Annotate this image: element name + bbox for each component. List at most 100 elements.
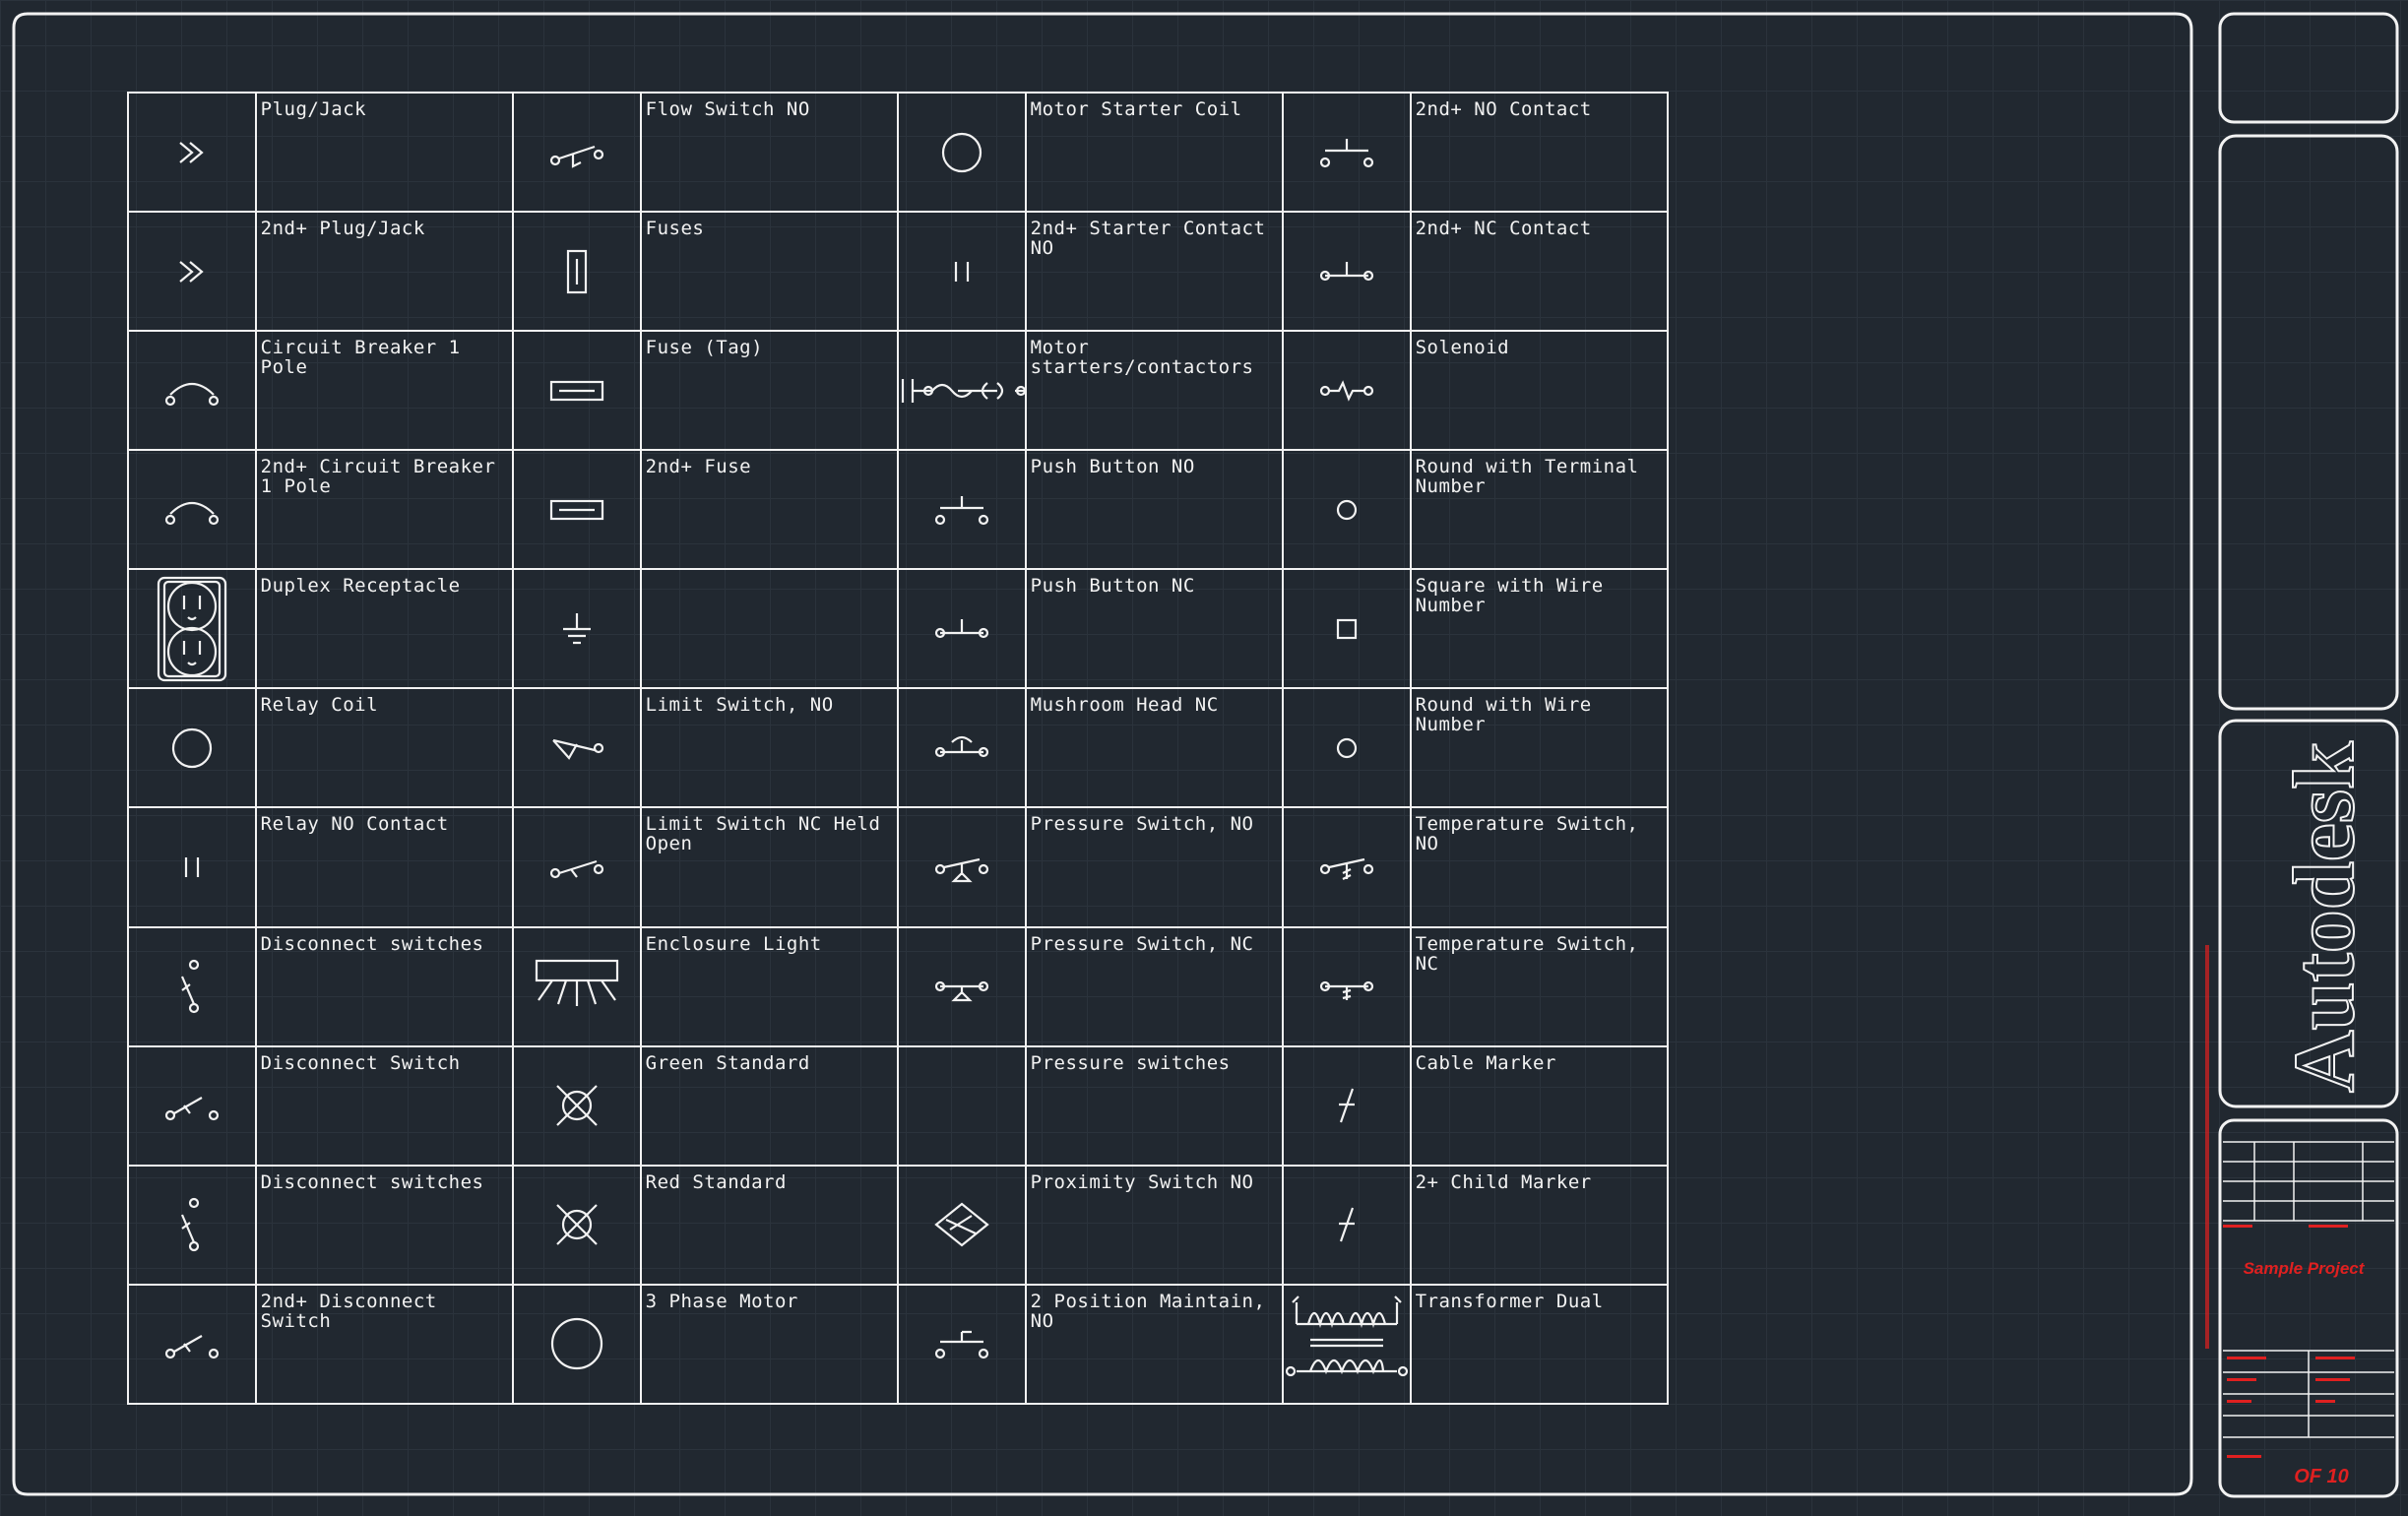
legend-label: 2nd+ Disconnect Switch — [260, 1290, 449, 1332]
legend-row: Circuit Breaker 1 Pole Fuse (Tag) Motor st… — [127, 330, 1670, 452]
legend-label-cell: Disconnect switches — [254, 925, 514, 1047]
legend-label: Fuses — [645, 218, 705, 240]
legend-label: Relay NO Contact — [260, 813, 449, 836]
contact-no-icon — [896, 211, 1027, 333]
legend-label-cell: 2nd+ Fuse — [639, 449, 899, 571]
legend-row: Relay Coil Limit Switch, NO Mushroom Head … — [127, 687, 1670, 809]
legend-label: Duplex Receptacle — [260, 575, 461, 598]
legend-label-cell — [639, 568, 899, 690]
legend-label-cell: Relay NO Contact — [254, 806, 514, 928]
legend-label: Disconnect Switch — [260, 1051, 461, 1074]
legend-label-cell: Plug/Jack — [254, 91, 514, 214]
fuse-horizontal-icon — [511, 449, 642, 571]
legend-label: Mushroom Head NC — [1030, 694, 1219, 717]
fuse-horizontal-icon — [511, 330, 642, 452]
legend-label: Motor starters/contactors — [1030, 337, 1254, 379]
legend-label-cell: 2nd+ NC Contact — [1409, 211, 1670, 333]
legend-label: 2nd+ Circuit Breaker 1 Pole — [260, 456, 508, 498]
project-name: Sample Project — [2244, 1259, 2366, 1278]
legend-label: 2+ Child Marker — [1415, 1170, 1592, 1193]
title-block-revision-box — [2218, 134, 2399, 711]
legend-label: Flow Switch NO — [645, 98, 810, 120]
legend-label-cell: Mushroom Head NC — [1024, 687, 1284, 809]
legend-label: 2nd+ NC Contact — [1415, 218, 1592, 240]
legend-label-cell: Fuses — [639, 211, 899, 333]
legend-label-cell: Circuit Breaker 1 Pole — [254, 330, 514, 452]
legend-label-cell: Motor starters/contactors — [1024, 330, 1284, 452]
legend-row: 2nd+ Disconnect Switch 3 Phase Motor 2 Pos… — [127, 1283, 1670, 1406]
limit-switch-nc-icon — [511, 806, 642, 928]
legend-label: Temperature Switch, NC — [1415, 932, 1651, 975]
drawing-border — [12, 12, 2193, 1496]
legend-label: Pressure Switch, NC — [1030, 932, 1254, 955]
disconnect-vertical-icon — [127, 1164, 257, 1286]
legend-label-cell: 2nd+ NO Contact — [1409, 91, 1670, 214]
duplex-receptacle-icon — [127, 568, 257, 690]
small-square-icon — [1281, 568, 1412, 690]
legend-label: Disconnect switches — [260, 1170, 484, 1193]
legend-label — [642, 570, 897, 576]
sheet-number: OF 10 — [2294, 1466, 2349, 1487]
cable-marker-icon — [1281, 1044, 1412, 1167]
legend-label: Pressure Switch, NO — [1030, 813, 1254, 836]
coil-circle-icon — [127, 687, 257, 809]
legend-label: 3 Phase Motor — [645, 1290, 798, 1312]
legend-row: 2nd+ Plug/Jack Fuses 2nd+ Starter Contact … — [127, 211, 1670, 333]
temperature-nc-icon — [1281, 925, 1412, 1047]
legend-label: Plug/Jack — [260, 98, 367, 120]
legend-label: 2 Position Maintain, NO — [1030, 1290, 1278, 1332]
push-no-icon — [896, 449, 1027, 571]
disconnect-horizontal-icon — [127, 1283, 257, 1406]
pilot-light-icon — [511, 1044, 642, 1167]
legend-label-cell: Fuse (Tag) — [639, 330, 899, 452]
title-block-info-box — [2218, 1118, 2399, 1498]
legend-label-cell: Cable Marker — [1409, 1044, 1670, 1167]
legend-label-cell: Pressure Switch, NO — [1024, 806, 1284, 928]
transformer-icon — [1281, 1283, 1412, 1406]
legend-label: Push Button NC — [1030, 575, 1195, 598]
legend-label: Temperature Switch, NO — [1415, 813, 1651, 855]
solenoid-icon — [1281, 330, 1412, 452]
fuse-vertical-icon — [511, 211, 642, 333]
push-no-icon — [1281, 91, 1412, 214]
title-block-logo-box — [2218, 719, 2399, 1108]
symbol-legend-table: Plug/Jack Flow Switch NO Motor Starter Coi… — [127, 91, 1670, 1406]
legend-label: Round with Wire Number — [1415, 694, 1604, 736]
legend-label-cell: Enclosure Light — [639, 925, 899, 1047]
title-block-top-box — [2218, 12, 2399, 124]
mushroom-nc-icon — [896, 687, 1027, 809]
legend-label-cell: Pressure switches — [1024, 1044, 1284, 1167]
legend-label-cell: Temperature Switch, NC — [1409, 925, 1670, 1047]
legend-label: Disconnect switches — [260, 932, 484, 955]
legend-label: Transformer Dual — [1415, 1290, 1604, 1312]
title-block-grid — [2223, 1141, 2394, 1438]
disconnect-horizontal-icon — [127, 1044, 257, 1167]
breaker-icon — [127, 449, 257, 571]
legend-label-cell: Proximity Switch NO — [1024, 1164, 1284, 1286]
contact-no-icon — [127, 806, 257, 928]
pilot-light-icon — [511, 1164, 642, 1286]
legend-label: Limit Switch NC Held Open — [645, 813, 893, 855]
legend-label: Limit Switch, NO — [645, 694, 834, 717]
coil-circle-icon — [896, 91, 1027, 214]
legend-label-cell: Relay Coil — [254, 687, 514, 809]
legend-label-cell: Pressure Switch, NC — [1024, 925, 1284, 1047]
disconnect-vertical-icon — [127, 925, 257, 1047]
legend-label-cell: Limit Switch NC Held Open — [639, 806, 899, 928]
legend-label-cell: Push Button NC — [1024, 568, 1284, 690]
legend-label: Push Button NO — [1030, 456, 1195, 478]
legend-label-cell: 2nd+ Starter Contact NO — [1024, 211, 1284, 333]
legend-label: Relay Coil — [260, 694, 379, 717]
legend-label: 2nd+ Plug/Jack — [260, 218, 425, 240]
legend-row: Plug/Jack Flow Switch NO Motor Starter Coi… — [127, 91, 1670, 214]
legend-label: Motor Starter Coil — [1030, 98, 1242, 120]
pressure-nc-icon — [896, 925, 1027, 1047]
motor-starter-icon — [896, 330, 1027, 452]
legend-label-cell: Duplex Receptacle — [254, 568, 514, 690]
legend-label: Square with Wire Number — [1415, 575, 1616, 617]
ground-icon — [511, 568, 642, 690]
legend-label-cell: 2nd+ Disconnect Switch — [254, 1283, 514, 1406]
